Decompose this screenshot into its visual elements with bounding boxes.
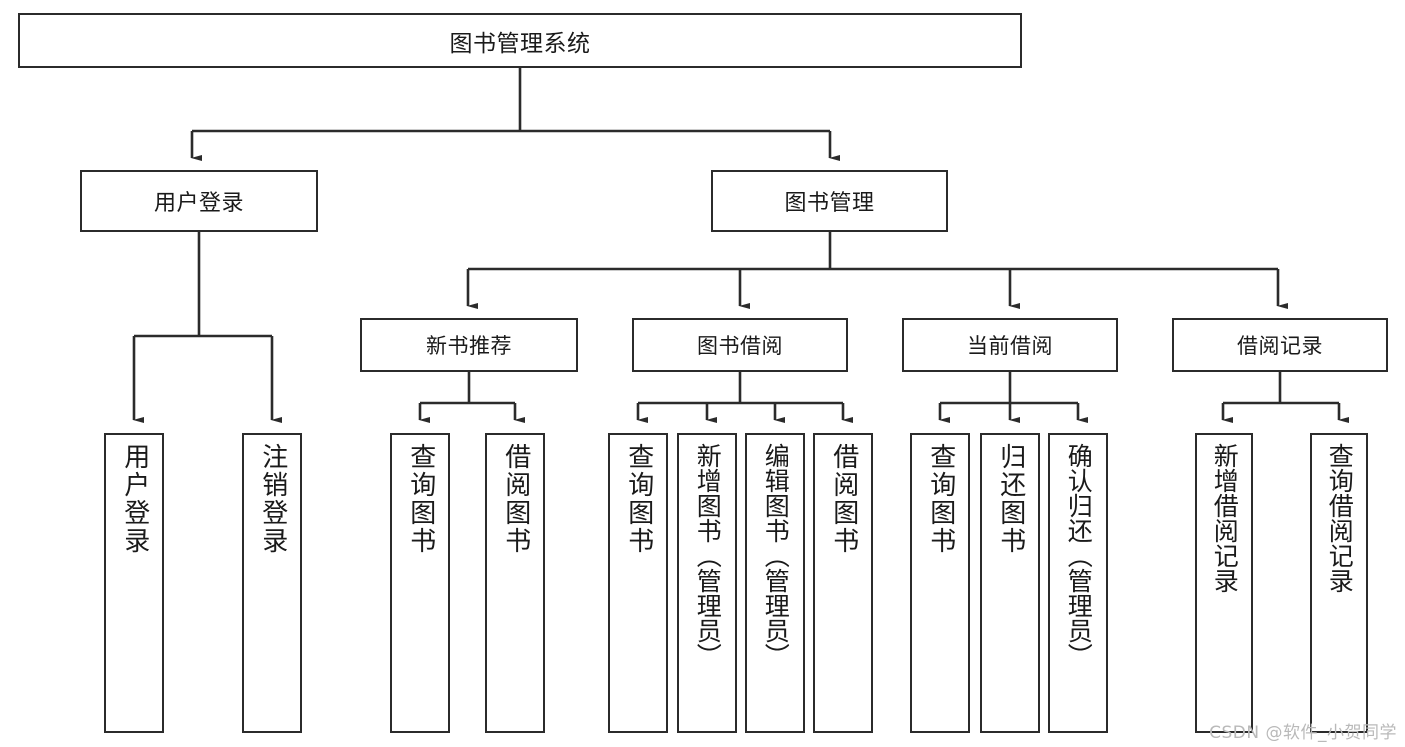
node-user-login[interactable]: 用户登录 [80,170,318,232]
node-leaf-query-borrow-record-label: 查询借阅记录 [1325,443,1355,593]
node-leaf-logout[interactable]: 注销登录 [242,433,302,733]
node-leaf-query-book-current[interactable]: 查询图书 [910,433,970,733]
node-new-book-recommend[interactable]: 新书推荐 [360,318,578,372]
node-leaf-query-book-borrow-label: 查询图书 [623,443,654,555]
node-leaf-return-book[interactable]: 归还图书 [980,433,1040,733]
node-leaf-query-book-newbook[interactable]: 查询图书 [390,433,450,733]
node-leaf-edit-book[interactable]: 编辑图书（管理员） [745,433,805,733]
node-leaf-add-book-label: 新增图书（管理员） [693,443,723,668]
node-book-management-label: 图书管理 [784,191,875,216]
node-leaf-borrow-book[interactable]: 借阅图书 [813,433,873,733]
node-leaf-user-login[interactable]: 用户登录 [104,433,164,733]
node-leaf-borrow-book-newbook[interactable]: 借阅图书 [485,433,545,733]
node-leaf-borrow-book-newbook-label: 借阅图书 [500,443,531,555]
node-borrow-record[interactable]: 借阅记录 [1172,318,1388,372]
node-book-borrow[interactable]: 图书借阅 [632,318,848,372]
node-leaf-add-borrow-record[interactable]: 新增借阅记录 [1195,433,1253,733]
node-leaf-borrow-book-label: 借阅图书 [828,443,859,555]
node-new-book-recommend-label: 新书推荐 [426,334,512,358]
node-leaf-query-book-newbook-label: 查询图书 [405,443,436,555]
node-borrow-record-label: 借阅记录 [1237,334,1323,358]
node-leaf-user-login-label: 用户登录 [119,443,150,555]
node-current-borrow-label: 当前借阅 [967,334,1053,358]
node-leaf-add-borrow-record-label: 新增借阅记录 [1210,443,1240,593]
node-book-management[interactable]: 图书管理 [711,170,948,232]
node-leaf-query-borrow-record[interactable]: 查询借阅记录 [1310,433,1368,733]
node-user-login-label: 用户登录 [153,191,244,216]
node-leaf-query-book-borrow[interactable]: 查询图书 [608,433,668,733]
node-leaf-query-book-current-label: 查询图书 [925,443,956,555]
node-leaf-add-book[interactable]: 新增图书（管理员） [677,433,737,733]
node-leaf-edit-book-label: 编辑图书（管理员） [761,443,791,668]
node-current-borrow[interactable]: 当前借阅 [902,318,1118,372]
node-root-system[interactable]: 图书管理系统 [18,13,1022,68]
node-leaf-confirm-return[interactable]: 确认归还（管理员） [1048,433,1108,733]
node-leaf-logout-label: 注销登录 [257,443,288,555]
node-leaf-confirm-return-label: 确认归还（管理员） [1064,443,1094,668]
node-root-system-label: 图书管理系统 [449,30,591,57]
node-leaf-return-book-label: 归还图书 [995,443,1026,555]
csdn-watermark: CSDN @软件_小贺同学 [1209,723,1397,743]
node-book-borrow-label: 图书借阅 [697,334,783,358]
